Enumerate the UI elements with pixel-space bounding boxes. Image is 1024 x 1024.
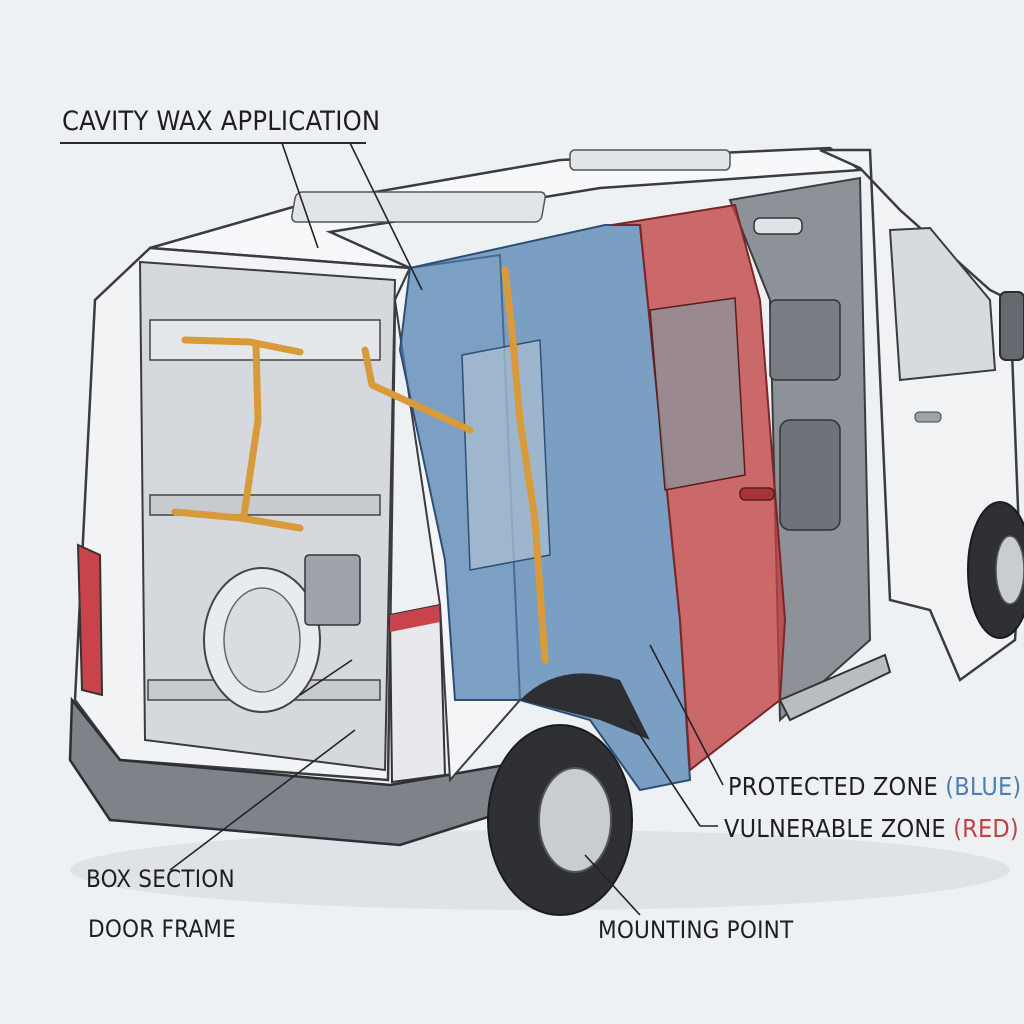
vulnerable-zone-color: (RED) xyxy=(953,814,1019,843)
wax-streak-vertical xyxy=(240,341,262,519)
left-tail-light xyxy=(76,543,104,697)
front-wheel-hub xyxy=(995,535,1024,605)
protected-zone-text: PROTECTED ZONE xyxy=(728,772,938,801)
dashboard xyxy=(769,299,841,381)
rear-wheel-arch xyxy=(520,673,650,740)
cab-window xyxy=(888,226,997,382)
wax-streak-bottom xyxy=(171,508,304,532)
sliding-door-window xyxy=(649,297,746,491)
roof-hatch-rear xyxy=(291,191,546,223)
leader-title-1 xyxy=(281,142,319,249)
van-roof xyxy=(149,146,864,270)
wax-streak-pillar xyxy=(501,266,549,664)
front-door-handle xyxy=(914,411,942,423)
leader-box-section xyxy=(169,729,356,871)
vulnerable-zone-label: VULNERABLE ZONE (RED) xyxy=(724,816,1019,841)
protected-zone-color: (BLUE) xyxy=(945,772,1022,801)
side-mirror xyxy=(999,291,1024,361)
leader-mounting-point xyxy=(584,854,641,916)
control-box xyxy=(304,554,361,626)
wax-streak-diagonal xyxy=(361,346,474,434)
protected-zone-label: PROTECTED ZONE (BLUE) xyxy=(728,774,1021,799)
side-step xyxy=(778,653,892,722)
door-frame-label: DOOR FRAME xyxy=(88,915,236,943)
right-tail-light-red xyxy=(390,605,440,632)
sliding-door-handle xyxy=(739,487,775,501)
title-label: CAVITY WAX APPLICATION xyxy=(62,106,381,137)
roof-hatch-front xyxy=(569,149,731,171)
rear-interior-frame xyxy=(149,494,381,516)
leader-vulnerable-2 xyxy=(629,719,701,827)
cab-seat xyxy=(779,419,841,531)
rear-wheel-hub xyxy=(538,767,612,873)
vulnerable-zone-text: VULNERABLE ZONE xyxy=(724,814,946,843)
leader-protected xyxy=(649,644,724,786)
leader-title-2 xyxy=(349,142,423,291)
mounting-point-label: MOUNTING POINT xyxy=(598,916,794,944)
rearview-mirror xyxy=(753,217,803,235)
leader-box-section-2 xyxy=(299,659,353,696)
box-section-label: BOX SECTION xyxy=(86,865,235,893)
right-tail-light xyxy=(388,603,447,784)
wax-streak-top xyxy=(181,336,304,356)
spare-wheel-inner xyxy=(223,587,301,693)
title-underline xyxy=(60,142,366,144)
leader-lines xyxy=(169,142,724,916)
cavity-wax-streaks xyxy=(171,266,549,664)
